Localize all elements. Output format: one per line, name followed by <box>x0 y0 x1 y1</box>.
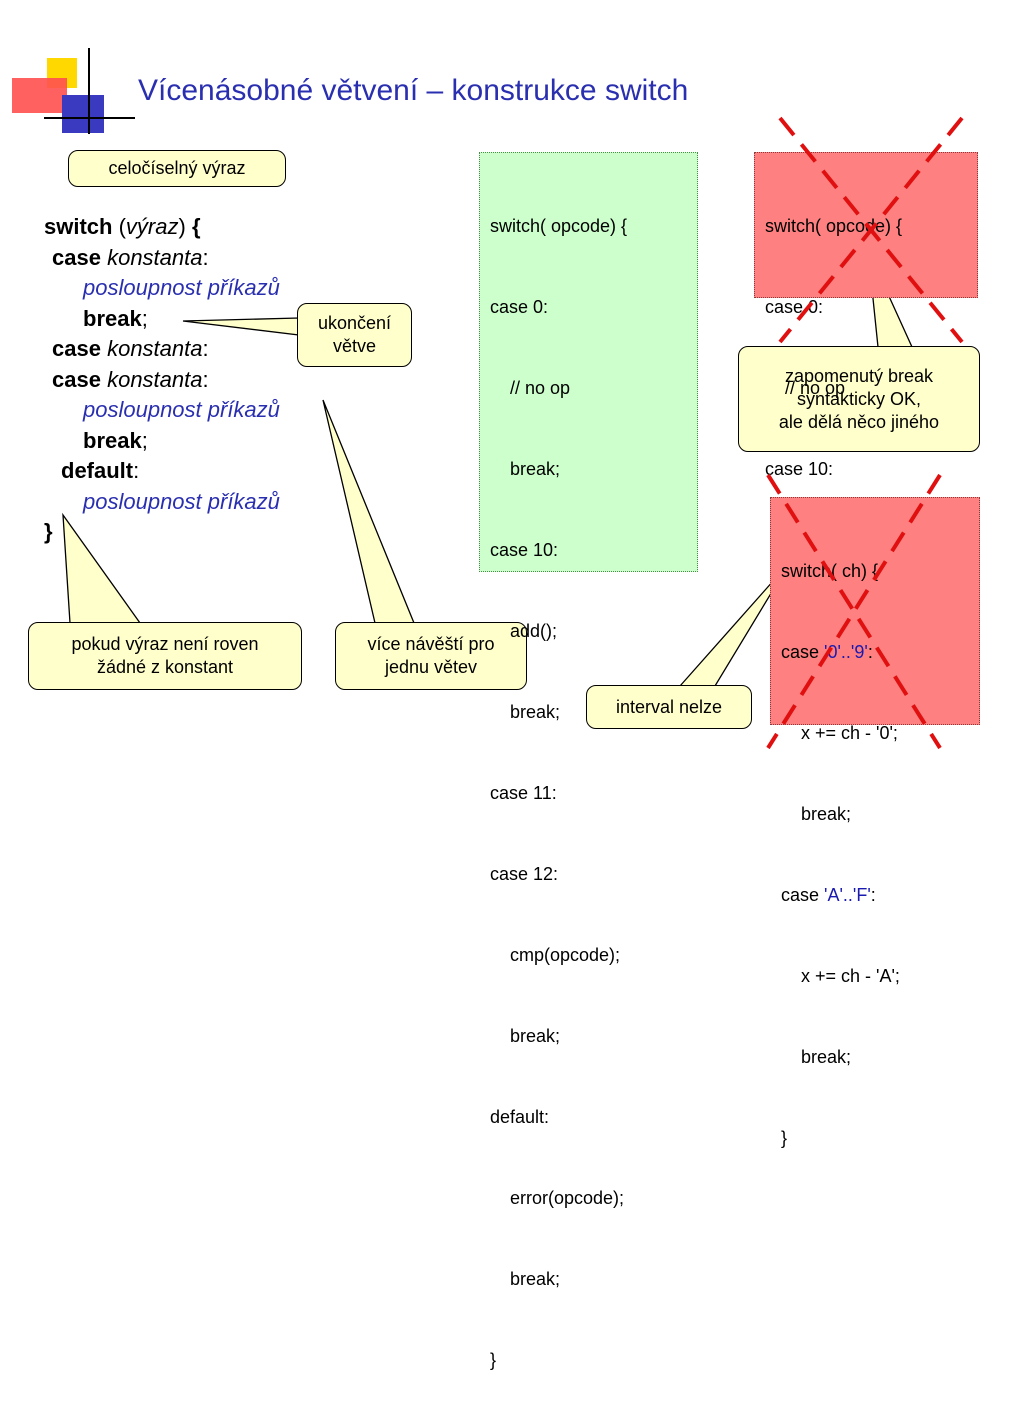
syntax-line-close: } <box>44 519 53 544</box>
keyword-default: default <box>61 458 134 483</box>
callout-no-interval: interval nelze <box>586 685 752 729</box>
callout-text-line-1: ukončení <box>317 313 392 333</box>
code-keyword: case <box>781 642 825 662</box>
code-line: switch( opcode) { <box>765 216 903 236</box>
colon: : <box>202 244 209 270</box>
code-line: case 0: <box>765 297 824 317</box>
placeholder-constant: konstanta <box>107 336 203 361</box>
code-line: // no op <box>490 378 571 398</box>
switch-syntax: switch (výraz) { case konstanta: posloup… <box>44 212 280 548</box>
colon: : <box>202 336 209 361</box>
colon: : <box>867 642 873 662</box>
syntax-line-break-1: break; <box>44 304 280 335</box>
paren-close: ) <box>178 214 192 239</box>
syntax-line-switch: switch (výraz) { <box>44 212 280 243</box>
pointer-multi-labels <box>322 399 415 624</box>
syntax-line-statements-1: posloupnost příkazů <box>83 275 280 300</box>
code-line: x += ch - 'A'; <box>781 966 900 986</box>
code-line: case 'A'..'F': <box>781 882 969 909</box>
callout-branch-end: ukončení větve <box>297 303 412 367</box>
deco-blue-square <box>62 95 104 133</box>
callout-integer-expression: celočíselný výraz <box>68 150 286 187</box>
keyword-break: break <box>83 305 142 331</box>
code-line: break; <box>490 1269 561 1289</box>
code-keyword: case <box>781 885 825 905</box>
syntax-line-statements-3: posloupnost příkazů <box>83 488 280 514</box>
callout-text-line-1: zapomenutý break <box>784 365 934 386</box>
callout-text-line-1: pokud výraz není roven <box>71 634 259 654</box>
code-box-interval: switch( ch) { case '0'..'9': x += ch - '… <box>770 497 980 1148</box>
brace-open: { <box>191 214 201 239</box>
keyword-case: case <box>52 366 101 392</box>
colon: : <box>133 458 140 483</box>
code-line: case 10: <box>490 540 559 560</box>
code-line: case '0'..'9': <box>781 639 969 666</box>
colon: : <box>870 885 876 905</box>
placeholder-expression: výraz <box>125 214 179 239</box>
code-line: case 11: <box>490 783 557 803</box>
page-title: Vícenásobné větvení – konstrukce switch <box>138 74 689 107</box>
code-line: } <box>490 1350 497 1370</box>
callout-text: celočíselný výraz <box>108 158 246 178</box>
code-line: switch( opcode) { <box>490 216 628 236</box>
syntax-line-default: default: <box>44 456 280 487</box>
code-range: 'A'..'F' <box>824 885 871 905</box>
callout-no-match: pokud výraz není roven žádné z konstant <box>28 622 302 690</box>
code-line: break; <box>490 459 561 479</box>
callout-text-line-2: žádné z konstant <box>96 657 234 677</box>
code-range: '0'..'9' <box>824 642 868 662</box>
placeholder-constant: konstanta <box>107 366 203 392</box>
semicolon: ; <box>141 427 148 453</box>
callout-forgotten-break: zapomenutý break syntakticky OK, ale děl… <box>738 346 980 452</box>
syntax-line-statements-2: posloupnost příkazů <box>83 397 280 422</box>
code-line: // no op <box>765 378 846 398</box>
code-line: case 12: <box>490 864 559 884</box>
code-line: case 0: <box>490 297 549 317</box>
code-line: cmp(opcode); <box>490 945 621 965</box>
deco-red-square <box>12 78 67 113</box>
callout-text-line-2: jednu větev <box>384 657 478 677</box>
callout-text-line-2: syntakticky OK, <box>796 388 922 409</box>
callout-text: interval nelze <box>615 696 723 717</box>
callout-multiple-labels: více návěští pro jednu větev <box>335 622 527 690</box>
syntax-line-break-2: break; <box>44 426 280 457</box>
title-decoration <box>12 48 135 134</box>
code-box-forgotten-break: switch( opcode) { case 0: // no op case … <box>754 152 978 560</box>
syntax-line-case-1: case konstanta: <box>44 243 280 274</box>
keyword-case: case <box>52 244 101 270</box>
code-line: } <box>781 1128 788 1148</box>
code-line: case 10: <box>765 459 834 479</box>
paren-open: ( <box>112 214 126 239</box>
code-line: break; <box>490 702 561 722</box>
code-line: break; <box>490 1026 561 1046</box>
code-line: error(opcode); <box>490 1188 625 1208</box>
code-line: break; <box>781 1047 852 1067</box>
callout-text-line-2: větve <box>332 336 377 356</box>
code-line: add(); <box>490 621 558 641</box>
colon: : <box>202 366 209 392</box>
keyword-case: case <box>52 336 101 361</box>
keyword-switch: switch <box>44 214 113 239</box>
callout-text-line-3: ale dělá něco jiného <box>778 411 940 432</box>
syntax-line-case-3: case konstanta: <box>44 365 280 396</box>
code-line: default: <box>490 1107 550 1127</box>
placeholder-constant: konstanta <box>107 244 203 270</box>
syntax-line-case-2: case konstanta: <box>44 334 280 365</box>
code-line: x += ch - '0'; <box>781 723 898 743</box>
code-box-correct: switch( opcode) { case 0: // no op break… <box>479 152 698 1370</box>
semicolon: ; <box>141 305 148 331</box>
code-line: break; <box>781 804 852 824</box>
keyword-break: break <box>83 427 142 453</box>
code-line: switch( ch) { <box>781 561 879 581</box>
callout-text-line-1: více návěští pro <box>367 634 495 654</box>
